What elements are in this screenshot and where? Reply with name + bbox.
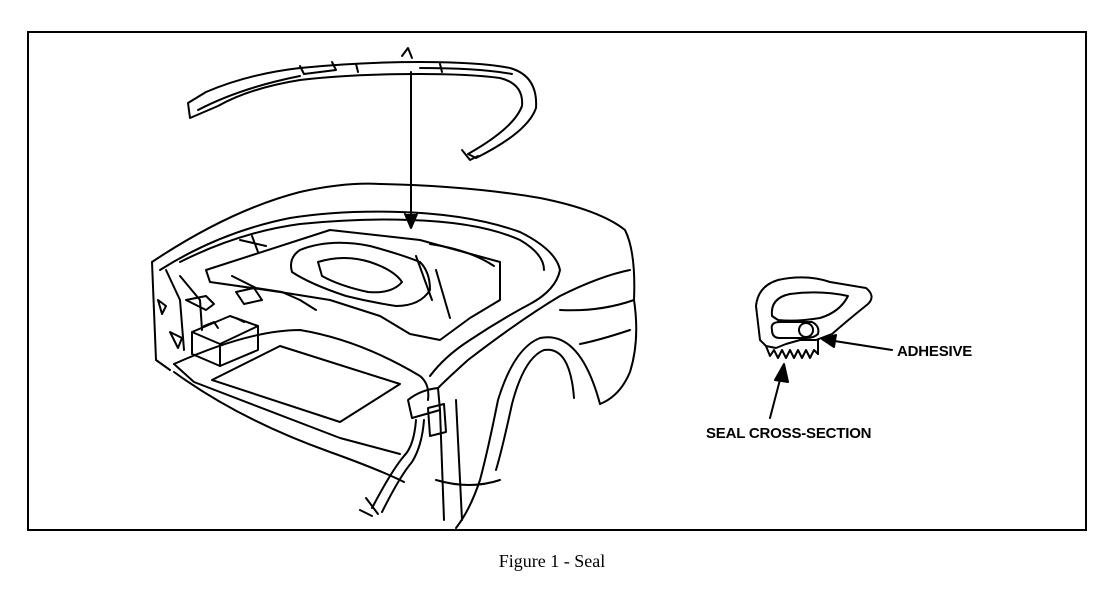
seal-cross-section-pointer-arrow <box>769 363 789 419</box>
seal-strip-drawing <box>187 47 538 161</box>
figure-caption: Figure 1 - Seal <box>498 551 606 571</box>
adhesive-label: ADHESIVE <box>897 343 973 360</box>
adhesive-pointer-arrow <box>821 334 893 351</box>
seal-cross-section-label: SEAL CROSS-SECTION <box>706 425 872 442</box>
figure-frame <box>27 31 1087 531</box>
seal-cross-section-drawing <box>755 276 873 359</box>
seal-install-arrow <box>404 71 418 229</box>
car-body-drawing <box>151 182 638 529</box>
